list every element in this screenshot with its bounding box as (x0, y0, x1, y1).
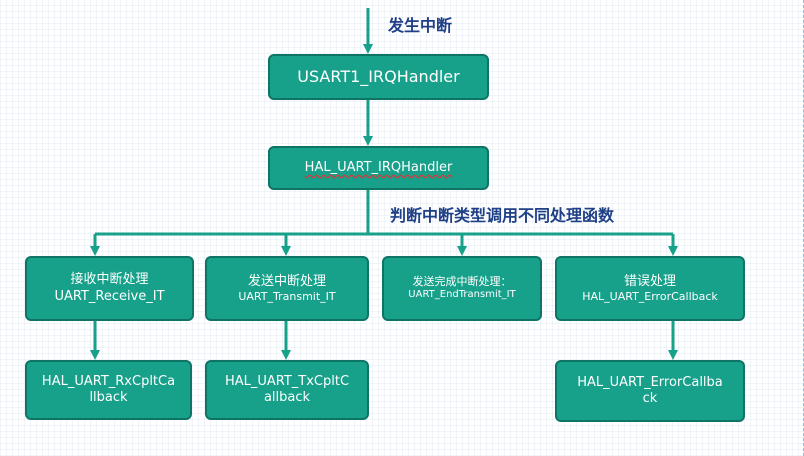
node-hal-uart-irqhandler[interactable]: HAL_UART_IRQHandler (268, 146, 489, 190)
node-receive-func: UART_Receive_IT (54, 288, 165, 304)
node-transmit-handler[interactable]: 发送中断处理 UART_Transmit_IT (205, 256, 369, 321)
node-receive-title: 接收中断处理 (70, 272, 149, 288)
node-errorcb-line2: ck (642, 391, 658, 406)
node-transmit-func: UART_Transmit_IT (238, 289, 336, 303)
node-endtransmit-func: UART_EndTransmit_IT (408, 289, 516, 301)
node-txcplt-callback[interactable]: HAL_UART_TxCpltC allback (205, 360, 369, 420)
node-error-handler[interactable]: 错误处理 HAL_UART_ErrorCallback (555, 256, 745, 321)
node-endtransmit-title: 发送完成中断处理： (412, 275, 512, 289)
node-transmit-title: 发送中断处理 (247, 273, 326, 289)
node-usart1-irqhandler-text: USART1_IRQHandler (297, 67, 460, 86)
node-rxcplt-callback[interactable]: HAL_UART_RxCpltCa llback (25, 360, 192, 420)
node-error-title: 错误处理 (623, 273, 676, 289)
node-txcplt-line1: HAL_UART_TxCpltC (224, 373, 350, 389)
label-interrupt-occurs: 发生中断 (388, 16, 453, 35)
node-endtransmit-handler[interactable]: 发送完成中断处理： UART_EndTransmit_IT (382, 256, 542, 321)
node-rxcplt-line1: HAL_UART_RxCpltCa (41, 373, 176, 389)
node-receive-handler[interactable]: 接收中断处理 UART_Receive_IT (25, 256, 194, 321)
node-hal-uart-irqhandler-text: HAL_UART_IRQHandler (304, 159, 453, 175)
label-dispatch-note: 判断中断类型调用不同处理函数 (390, 206, 615, 225)
node-error-callback[interactable]: HAL_UART_ErrorCallba ck (555, 360, 745, 422)
node-txcplt-line2: allback (263, 390, 311, 405)
node-usart1-irqhandler[interactable]: USART1_IRQHandler (268, 54, 489, 100)
node-errorcb-line1: HAL_UART_ErrorCallba (577, 374, 723, 390)
node-rxcplt-line2: llback (89, 390, 128, 405)
node-error-func: HAL_UART_ErrorCallback (582, 289, 718, 303)
